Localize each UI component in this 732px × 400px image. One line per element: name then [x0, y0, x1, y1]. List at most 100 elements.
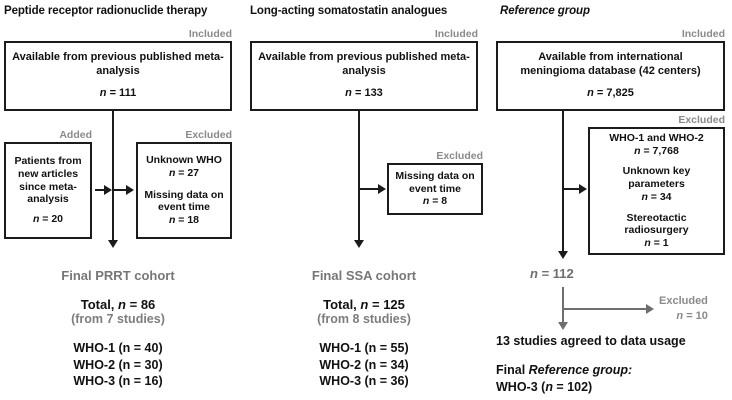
column-title-prrt: Peptide receptor radionuclide therapy: [4, 5, 208, 17]
reference-final-who-prefix: WHO-3 (: [496, 379, 546, 394]
connector-added-to-main-line: [95, 189, 106, 191]
summary-ssa-who1: WHO-1 (n = 55): [319, 341, 409, 355]
summary-ssa: Final SSA cohort Total, n = 125 (from 8 …: [250, 268, 478, 390]
box-prrt-added-line3: since meta-: [19, 180, 77, 193]
italic-n: n: [118, 297, 126, 312]
summary-ssa-total: Total, n = 125: [250, 297, 478, 312]
reference-final-who: WHO-3 (n = 102): [496, 379, 632, 396]
summary-prrt-who1: WHO-1 (n = 40): [73, 341, 163, 355]
box-reference-source-count-value: = 7,825: [596, 87, 634, 100]
box-prrt-excluded: Unknown WHO n = 27 Missing data on event…: [136, 142, 232, 239]
reference-final-heading-italic: Reference group:: [528, 363, 633, 377]
box-reference-source-line2: meningioma database (42 centers): [520, 64, 701, 77]
summary-prrt-who2: WHO-2 (n = 30): [73, 357, 163, 372]
summary-ssa-who2: WHO-2 (n = 34): [319, 357, 409, 372]
summary-ssa-heading: Final SSA cohort: [311, 268, 417, 283]
connector-reference-main-vline: [562, 111, 564, 253]
reference-remaining-count: n = 112: [530, 266, 574, 281]
box-prrt-source: Available from previous published meta- …: [4, 41, 232, 111]
connector-reference-second-vline: [562, 287, 564, 324]
italic-n: n: [634, 144, 641, 157]
italic-n: n: [641, 191, 648, 203]
reference-second-excluded-count: n = 10: [659, 309, 708, 324]
box-ssa-source-line2: analysis: [342, 64, 386, 77]
connector-reference-excluded10-arrowhead: [646, 304, 654, 314]
summary-prrt: Final PRRT cohort Total, n = 86 (from 7 …: [4, 268, 232, 390]
summary-prrt-who3: WHO-3 (n = 16): [73, 374, 163, 388]
connector-main-to-excluded-line: [114, 189, 127, 191]
box-prrt-added-count-value: = 20: [42, 213, 64, 226]
box-prrt-added-count: n = 20: [33, 213, 63, 226]
italic-n: n: [168, 214, 176, 227]
box-prrt-excluded-reason2-line2: event time: [158, 201, 210, 214]
box-reference-excluded-reason3-value: = 1: [653, 237, 669, 250]
tag-excluded-ssa: Excluded: [436, 150, 483, 162]
summary-ssa-total-prefix: Total,: [323, 297, 361, 312]
box-ssa-source-count: n = 133: [345, 87, 383, 100]
box-prrt-excluded-reason1-value: = 27: [178, 166, 200, 179]
italic-n: n: [545, 379, 553, 394]
box-prrt-source-line2: analysis: [96, 64, 140, 77]
connector-added-to-main-arrowhead: [104, 185, 112, 195]
box-reference-source: Available from international meningioma …: [496, 41, 725, 111]
box-ssa-excluded: Missing data on event time n = 8: [387, 163, 483, 215]
box-ssa-source-count-value: = 133: [354, 87, 383, 100]
box-prrt-source-count: n = 111: [100, 87, 136, 100]
box-ssa-excluded-line2: event time: [409, 182, 461, 195]
box-reference-excluded-reason2: Unknown key parameters: [622, 165, 691, 191]
tag-excluded-reference: Excluded: [678, 114, 725, 126]
italic-n: n: [360, 297, 369, 312]
column-title-ssa: Long-acting somatostatin analogues: [250, 5, 448, 17]
box-prrt-excluded-reason1-count: n = 27: [169, 167, 199, 180]
box-prrt-excluded-reason2-line1: Missing data on: [144, 188, 224, 201]
box-prrt-excluded-reason1: Unknown WHO: [146, 154, 222, 166]
italic-n: n: [345, 87, 352, 100]
box-prrt-source-count-value: = 111: [109, 87, 137, 100]
summary-prrt-total: Total, n = 86: [4, 297, 232, 312]
summary-prrt-total-prefix: Total,: [80, 297, 119, 312]
box-ssa-source-line1: Available from previous published meta-: [258, 51, 470, 64]
summary-ssa-total-value: = 125: [371, 297, 405, 312]
summary-ssa-studies: (from 8 studies): [317, 312, 411, 326]
reference-final-block: Final Reference group: WHO-3 (n = 102): [496, 362, 632, 396]
reference-second-excluded: Excluded n = 10: [659, 294, 708, 324]
box-reference-excluded-reason1: WHO-1 and WHO-2: [609, 132, 704, 144]
italic-n: n: [530, 266, 538, 281]
italic-n: n: [32, 213, 40, 226]
connector-ssa-main-vline: [358, 111, 360, 242]
connector-main-to-excluded-arrowhead: [126, 185, 134, 195]
box-reference-excluded-reason1-count: n = 7,768: [634, 145, 679, 158]
reference-final-heading-prefix: Final: [496, 363, 529, 377]
box-ssa-excluded-count-value: = 8: [432, 195, 448, 208]
reference-second-excluded-tag: Excluded: [659, 295, 708, 307]
box-reference-excluded-reason2-count: n = 34: [641, 191, 671, 204]
box-reference-excluded-reason1-value: = 7,768: [643, 144, 679, 157]
summary-prrt-studies: (from 7 studies): [71, 312, 165, 326]
italic-n: n: [644, 237, 651, 250]
tag-excluded-prrt: Excluded: [185, 129, 232, 141]
box-prrt-excluded-reason2-value: = 18: [178, 214, 200, 227]
connector-reference-main-arrowhead: [558, 251, 568, 259]
tag-added-prrt: Added: [59, 129, 92, 141]
reference-final-heading: Final Reference group:: [496, 362, 632, 379]
tag-included-ssa: Included: [434, 28, 478, 40]
connector-reference-excluded10-line: [564, 308, 649, 310]
italic-n: n: [168, 166, 176, 179]
box-reference-excluded: WHO-1 and WHO-2 n = 7,768 Unknown key pa…: [588, 127, 725, 255]
connector-ssa-to-excluded-line: [360, 188, 379, 190]
reference-studies-agreed: 13 studies agreed to data usage: [496, 334, 686, 348]
box-prrt-added-line4: analysis: [27, 193, 69, 206]
italic-n: n: [587, 87, 594, 100]
connector-ssa-main-arrowhead: [354, 240, 364, 248]
box-reference-excluded-reason3: Stereotactic radiosurgery: [624, 211, 689, 237]
summary-ssa-who3: WHO-3 (n = 36): [319, 374, 409, 388]
box-ssa-excluded-line1: Missing data on: [395, 169, 475, 182]
box-ssa-source: Available from previous published meta- …: [250, 41, 478, 111]
box-prrt-added-line1: Patients from: [14, 155, 82, 167]
connector-prrt-main-arrowhead: [108, 240, 118, 248]
reference-final-who-value: = 102): [552, 379, 593, 394]
box-reference-excluded-reason3-count: n = 1: [644, 237, 668, 250]
connector-reference-to-excluded-arrowhead: [579, 184, 587, 194]
box-prrt-added-line2: new articles: [17, 167, 79, 180]
